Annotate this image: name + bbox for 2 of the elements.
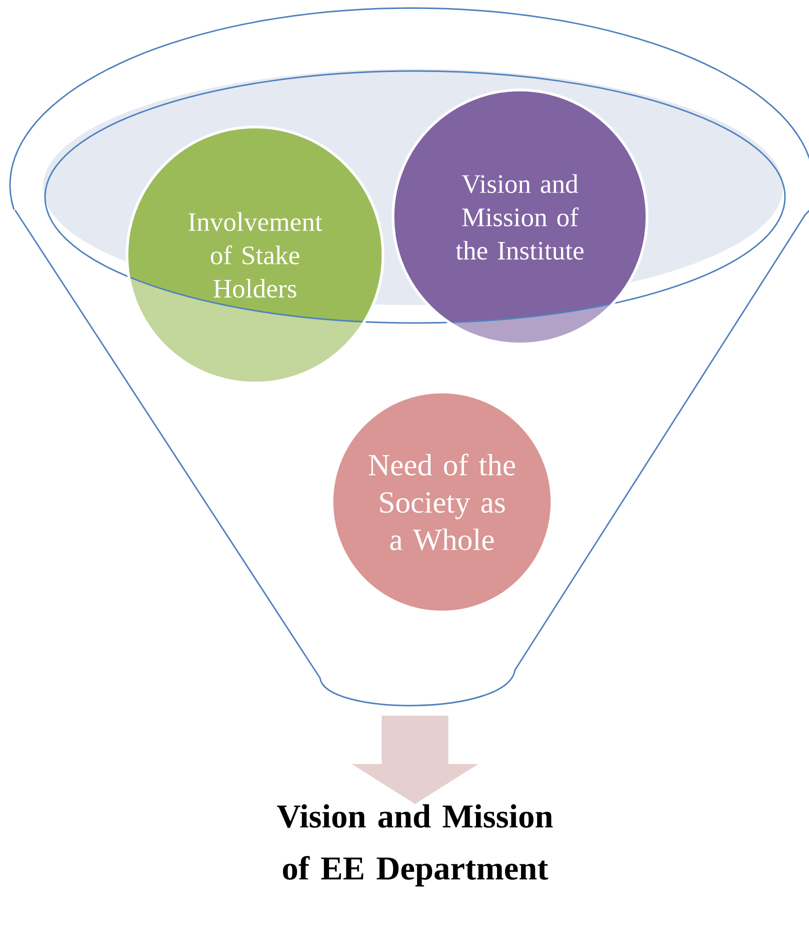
block-arrow <box>352 716 478 804</box>
caption-text: Vision and Mission of EE Department <box>277 804 553 886</box>
